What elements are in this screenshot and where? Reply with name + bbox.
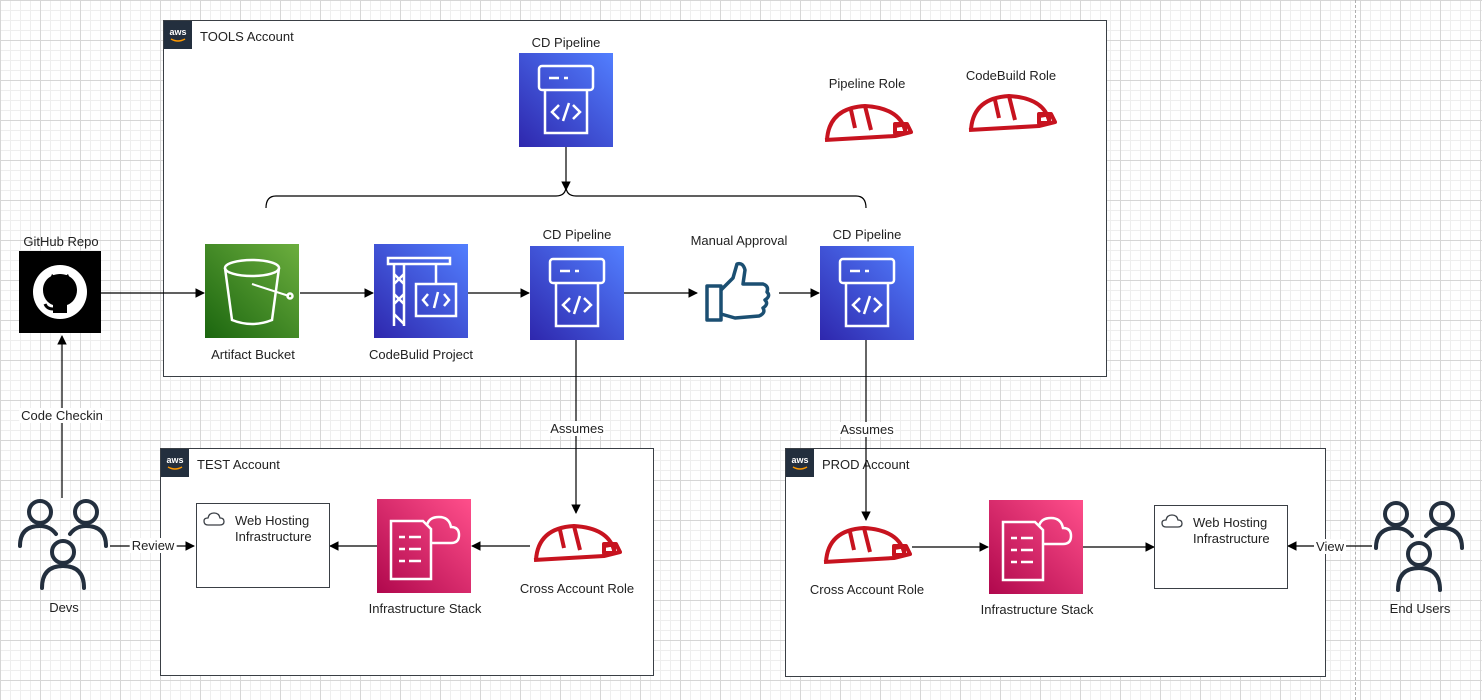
test-web-hosting-box[interactable]: Web Hosting Infrastructure (196, 503, 330, 588)
code-checkin-label: Code Checkin (19, 408, 105, 423)
codebuild-project-label: CodeBulid Project (368, 347, 474, 362)
codebuild-role-label: CodeBuild Role (965, 68, 1057, 83)
cd-pipeline-test-label: CD Pipeline (542, 227, 612, 242)
separator-dashed-line (1355, 0, 1356, 700)
codepipeline-icon[interactable] (519, 53, 613, 147)
pipeline-role-label: Pipeline Role (828, 76, 906, 91)
aws-logo-icon: aws (164, 21, 192, 49)
cloudformation-stack-icon[interactable] (989, 500, 1083, 594)
codepipeline-icon[interactable] (820, 246, 914, 340)
artifact-bucket-label: Artifact Bucket (211, 347, 295, 362)
tools-account-title: TOOLS Account (200, 29, 294, 44)
github-repo-label: GitHub Repo (23, 234, 99, 249)
svg-text:aws: aws (169, 27, 186, 37)
codepipeline-icon[interactable] (530, 246, 624, 340)
devs-label: Devs (49, 600, 79, 615)
prod-web-hosting-label: Web Hosting Infrastructure (1193, 515, 1270, 546)
review-label: Review (129, 538, 177, 553)
codebuild-icon[interactable] (374, 244, 468, 338)
aws-logo-icon: aws (786, 449, 814, 477)
manual-approval-label: Manual Approval (690, 233, 788, 248)
devs-users-group-icon (16, 498, 110, 592)
end-users-label: End Users (1389, 601, 1451, 616)
cd-pipeline-prod-label: CD Pipeline (832, 227, 902, 242)
hard-hat-role-icon (821, 100, 915, 150)
view-label: View (1314, 539, 1346, 554)
cloudformation-stack-icon[interactable] (377, 499, 471, 593)
github-icon[interactable] (19, 251, 101, 333)
assumes-test-label: Assumes (548, 421, 606, 436)
end-users-group-icon (1372, 500, 1466, 594)
tools-account-container: aws TOOLS Account (163, 20, 1107, 377)
hard-hat-role-icon (530, 520, 624, 570)
svg-text:aws: aws (166, 455, 183, 465)
assumes-prod-label: Assumes (838, 422, 896, 437)
test-account-title: TEST Account (197, 457, 280, 472)
cloud-icon (203, 512, 225, 526)
cloud-icon (1161, 514, 1183, 528)
thumbs-up-icon[interactable] (703, 258, 773, 324)
prod-web-hosting-box[interactable]: Web Hosting Infrastructure (1154, 505, 1288, 589)
curly-brace (265, 185, 867, 209)
prod-infra-stack-label: Infrastructure Stack (980, 602, 1094, 617)
test-infra-stack-label: Infrastructure Stack (368, 601, 482, 616)
s3-bucket-icon[interactable] (205, 244, 299, 338)
hard-hat-role-icon (965, 90, 1059, 140)
test-web-hosting-label: Web Hosting Infrastructure (235, 513, 312, 544)
aws-logo-icon: aws (161, 449, 189, 477)
prod-cross-account-role-label: Cross Account Role (809, 582, 925, 597)
svg-text:aws: aws (791, 455, 808, 465)
cd-pipeline-top-label: CD Pipeline (531, 35, 601, 50)
hard-hat-role-icon (820, 522, 914, 572)
test-cross-account-role-label: Cross Account Role (519, 581, 635, 596)
